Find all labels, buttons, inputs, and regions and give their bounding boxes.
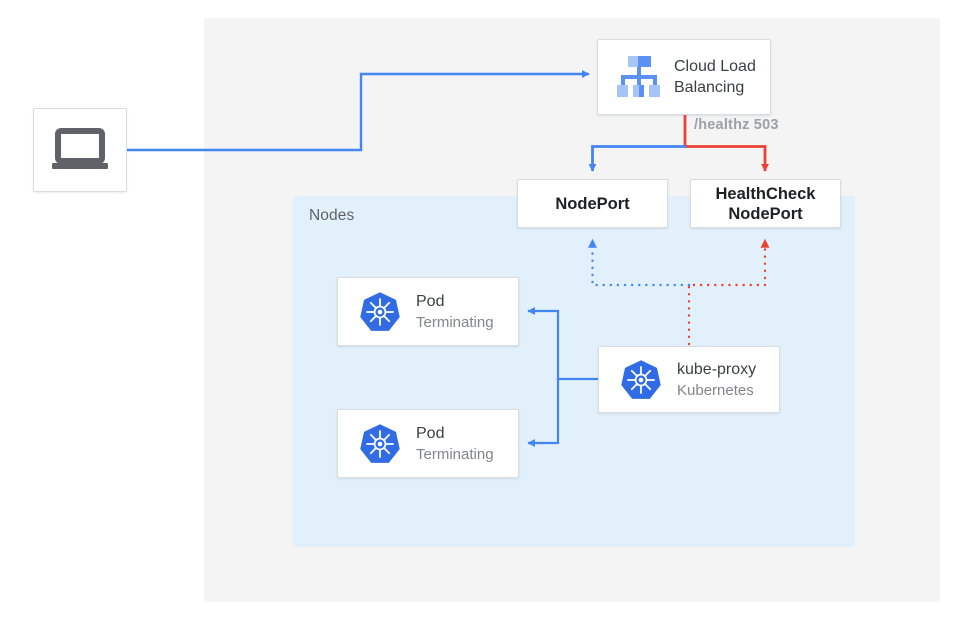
cloud-load-balancing-text: Cloud Load Balancing: [674, 56, 756, 98]
laptop-icon: [51, 128, 109, 172]
pod-node-1-text: Pod Terminating: [416, 291, 494, 333]
kubernetes-icon: [352, 423, 408, 465]
healthcheck-nodeport-title-line2: NodePort: [728, 204, 803, 223]
cloud-load-balancing-node: Cloud Load Balancing: [597, 39, 771, 115]
nodeport-title: NodePort: [555, 194, 630, 213]
pod-node-2-status: Terminating: [416, 445, 494, 463]
pod-node-2-title: Pod: [416, 424, 445, 442]
cloud-load-balancing-title-line2: Balancing: [674, 79, 745, 96]
kubernetes-icon: [352, 291, 408, 333]
kube-proxy-subtitle: Kubernetes: [677, 381, 754, 399]
pod-node-1: Pod Terminating: [337, 277, 519, 346]
cloud-load-balancing-title-line1: Cloud Load: [674, 58, 756, 75]
pod-node-2: Pod Terminating: [337, 409, 519, 478]
nodes-panel-label: Nodes: [309, 207, 355, 224]
cloud-load-balancing-icon: [608, 54, 670, 100]
kube-proxy-title: kube-proxy: [677, 360, 757, 378]
pod-node-1-title: Pod: [416, 292, 445, 310]
client-device-node: [33, 108, 127, 192]
pod-node-1-status: Terminating: [416, 313, 494, 331]
nodeport-node: NodePort: [517, 179, 668, 228]
healthcheck-nodeport-node: HealthCheck NodePort: [690, 179, 841, 228]
kubernetes-icon: [613, 359, 669, 401]
healthz-status-label: /healthz 503: [694, 117, 779, 133]
healthcheck-nodeport-title-line1: HealthCheck: [715, 184, 816, 203]
kube-proxy-text: kube-proxy Kubernetes: [677, 359, 756, 401]
pod-node-2-text: Pod Terminating: [416, 423, 494, 465]
kube-proxy-node: kube-proxy Kubernetes: [598, 346, 780, 413]
